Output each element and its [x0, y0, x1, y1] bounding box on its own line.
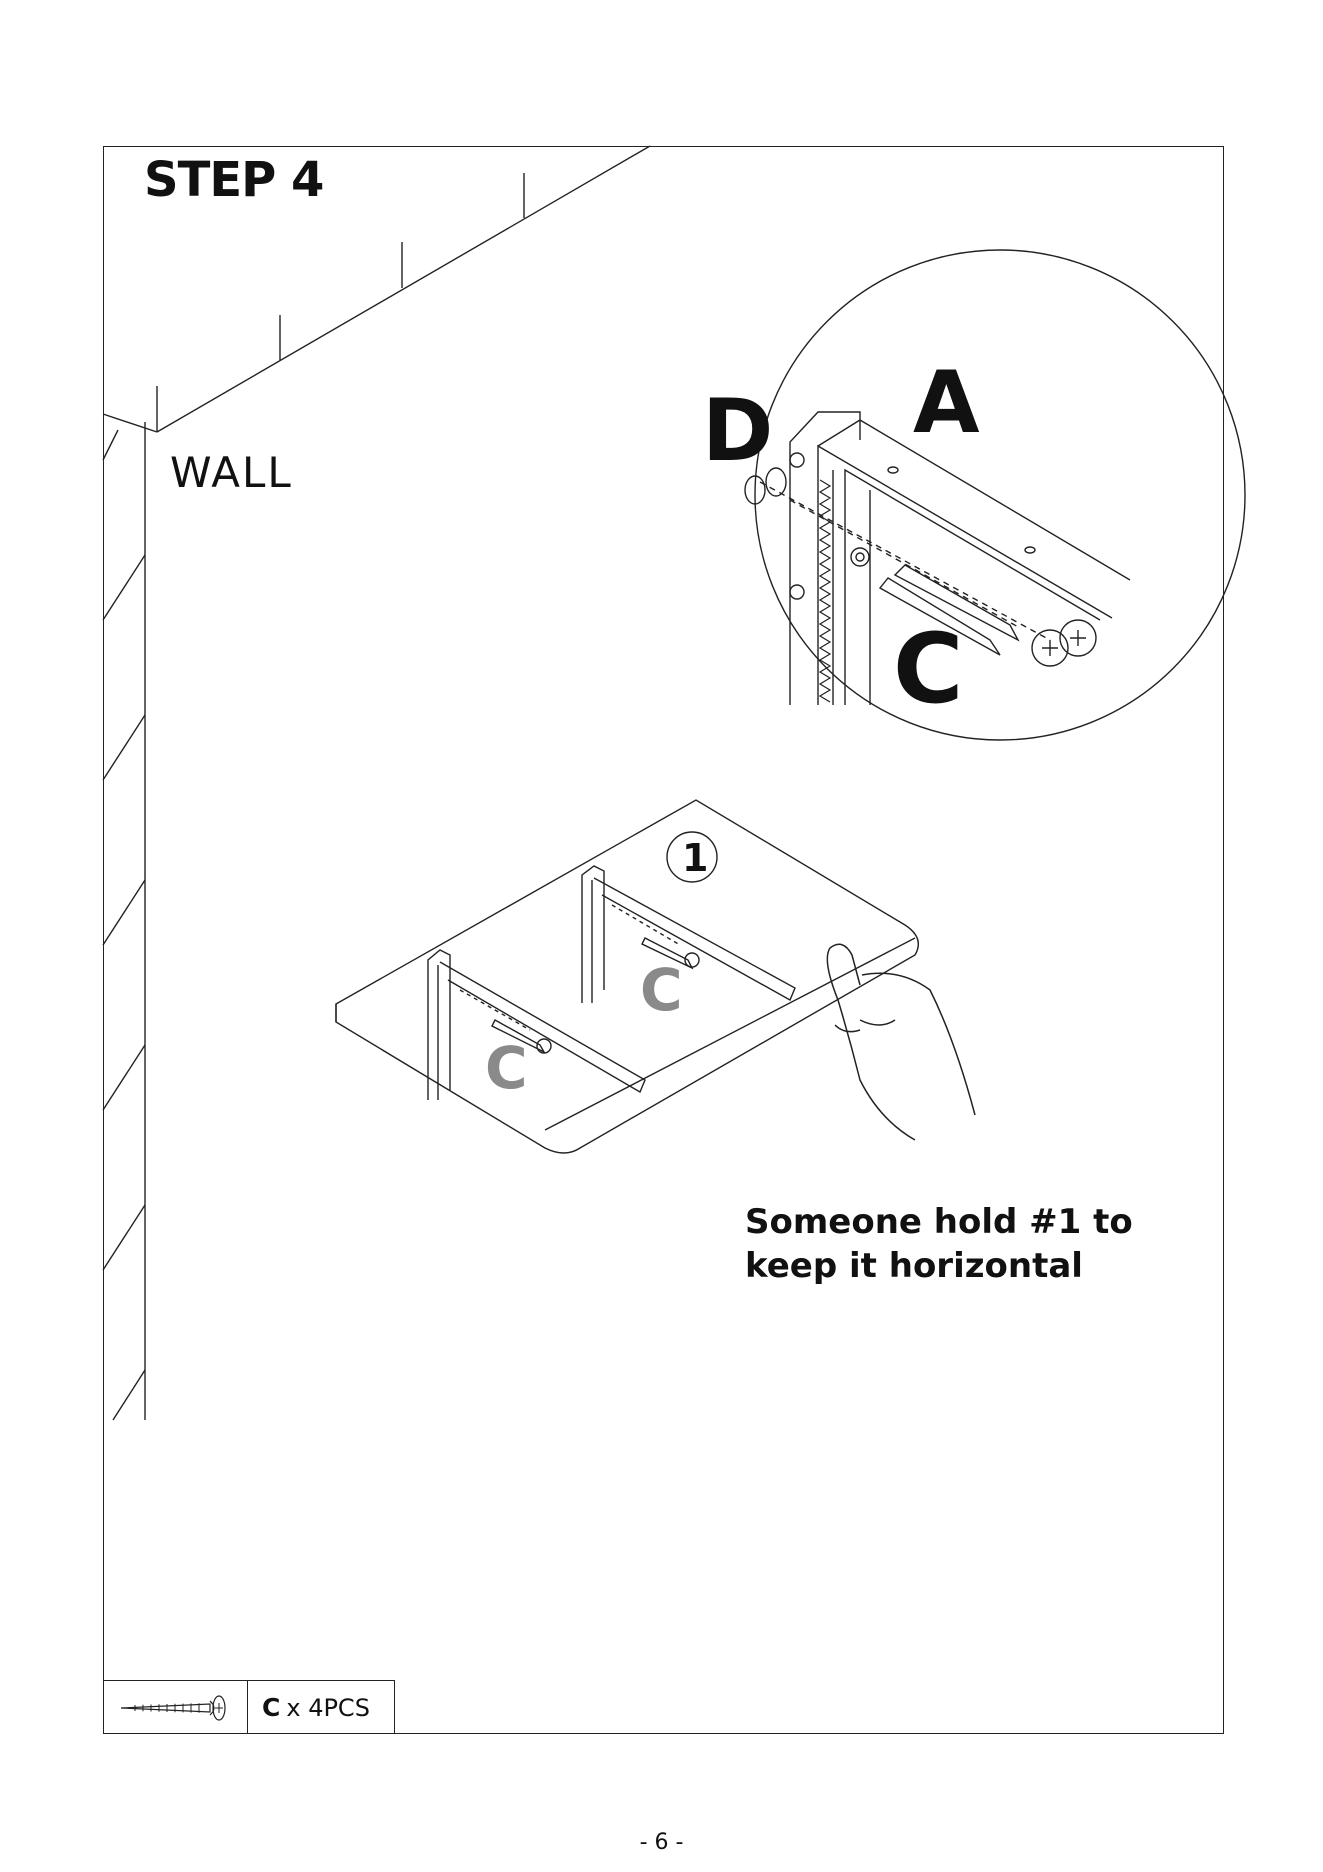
hand-drawing — [827, 944, 975, 1140]
board-bracket-back — [582, 866, 795, 1003]
callout-a: A — [913, 353, 980, 453]
instruction-line-1: Someone hold #1 to — [745, 1200, 1165, 1244]
callout-c-board-back: C — [640, 956, 683, 1024]
page-number: - 6 - — [0, 1830, 1323, 1855]
screw-icon — [115, 1691, 235, 1725]
callout-c-board-front: C — [485, 1034, 528, 1102]
callout-d: D — [702, 381, 773, 481]
part-number: 1 — [682, 836, 708, 880]
parts-letter: C — [262, 1693, 280, 1722]
detail-spring — [820, 480, 830, 702]
wall-drawing — [103, 146, 650, 1420]
parts-quantity-cell: C x 4PCS — [248, 1680, 395, 1734]
instruction-line-2: keep it horizontal — [745, 1244, 1165, 1288]
parts-list: C x 4PCS — [103, 1680, 395, 1734]
instruction-text: Someone hold #1 to keep it horizontal — [745, 1200, 1165, 1288]
parts-quantity: x 4PCS — [286, 1694, 370, 1722]
detail-circle — [745, 250, 1245, 740]
parts-icon-cell — [103, 1680, 248, 1734]
callout-c: C — [893, 613, 963, 725]
board-bracket-front — [428, 950, 645, 1100]
